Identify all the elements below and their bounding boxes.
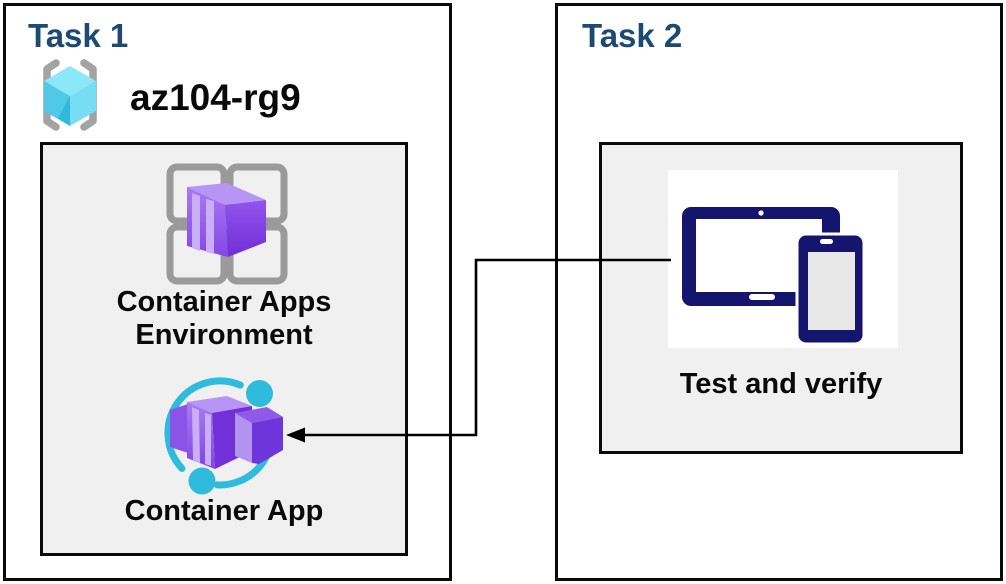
container-app-label: Container App — [124, 495, 324, 527]
task1-title: Task 1 — [28, 17, 129, 54]
devices-icon — [682, 207, 866, 346]
container-box-glyph — [187, 183, 266, 257]
ring-dot-top — [246, 380, 273, 407]
container-apps-environment-icon — [166, 163, 288, 285]
phone-glyph — [795, 232, 866, 346]
container-box-glyph — [170, 396, 283, 469]
task2-inner-panel: Test and verify — [599, 142, 963, 454]
ring-dot-bottom — [188, 467, 216, 495]
task2-panel: Task 2 Test and verif — [555, 3, 1003, 581]
cae-label-line2: Environment — [135, 319, 313, 351]
task1-panel: Task 1 az104-rg9 — [3, 3, 452, 581]
resource-group-icon — [43, 59, 97, 131]
devices-icon-background — [668, 170, 898, 348]
cae-label-line1: Container Apps — [116, 286, 332, 318]
cube-glyph — [44, 66, 96, 126]
container-apps-environment-label: Container Apps Environment — [43, 286, 405, 352]
task1-inner-panel: Container Apps Environment — [40, 142, 408, 556]
test-and-verify-label: Test and verify — [679, 368, 883, 400]
resource-group-name: az104-rg9 — [130, 77, 301, 118]
task2-title: Task 2 — [582, 17, 683, 54]
container-app-icon — [164, 377, 283, 495]
